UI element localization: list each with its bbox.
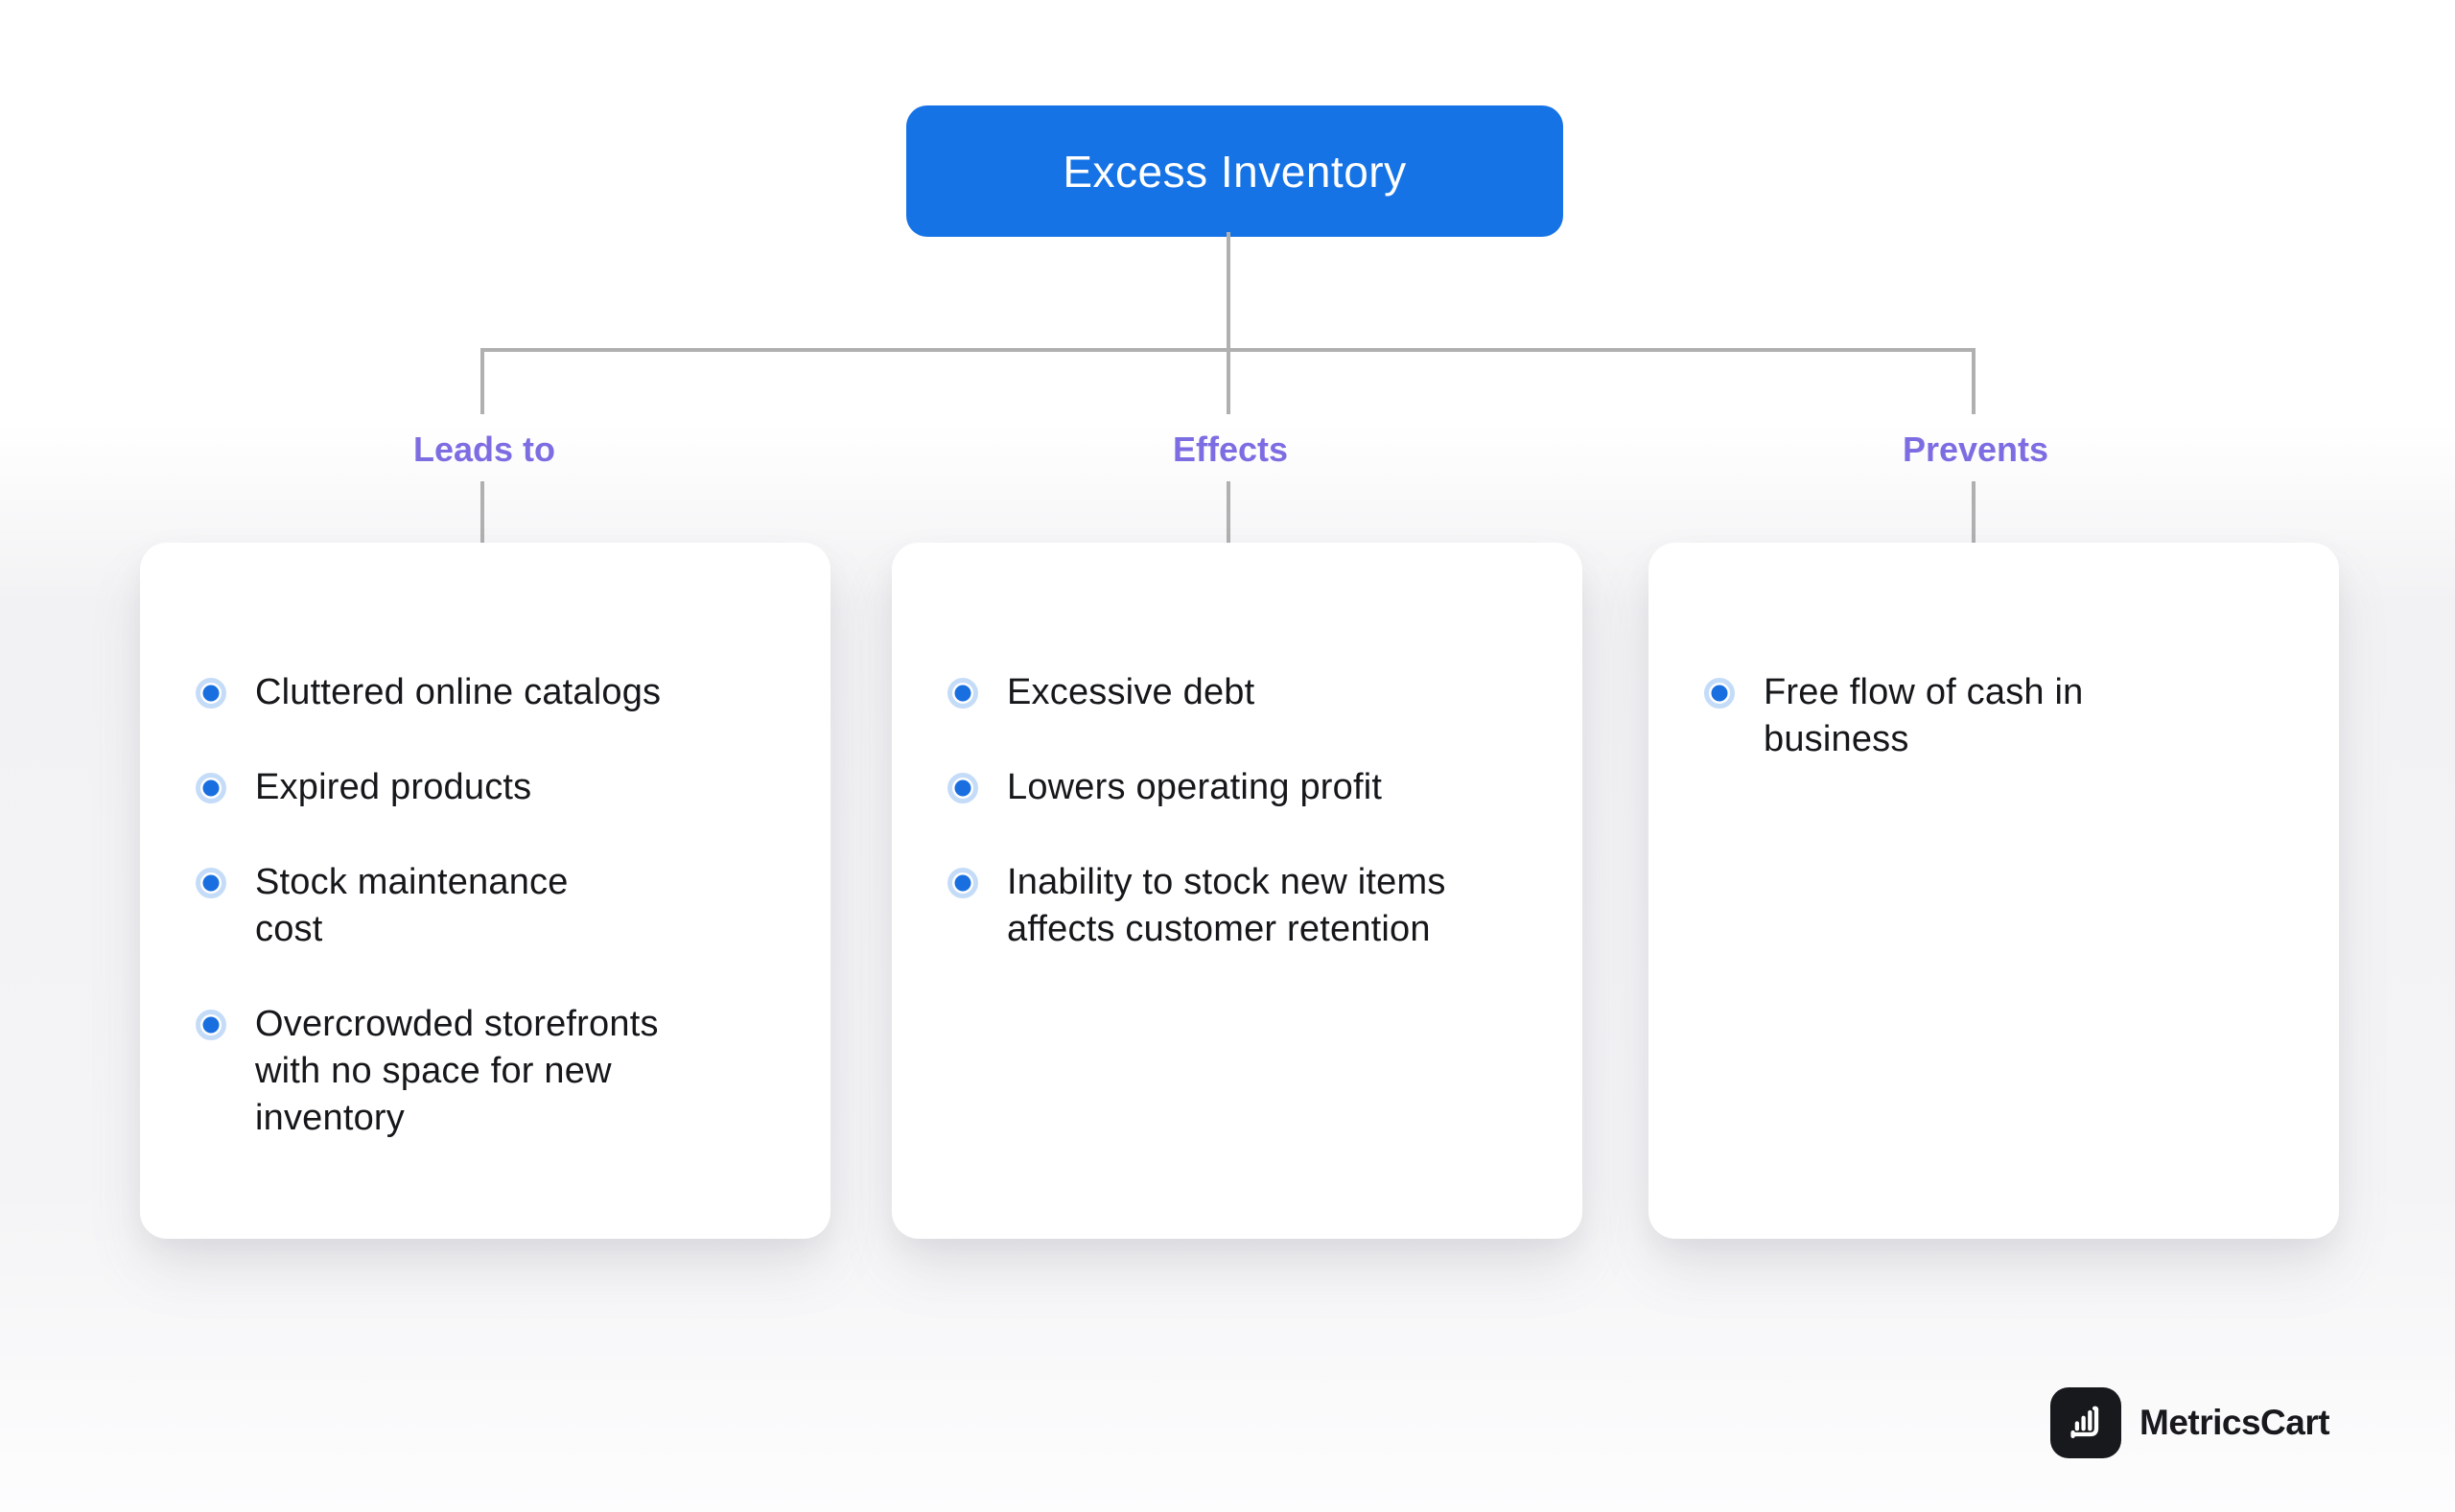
connector-left-stub-top: [480, 348, 484, 414]
list-item-text: Lowers operating profit: [1007, 767, 1383, 807]
connector-middle-stub-bottom: [1227, 481, 1230, 543]
branch-label-effects: Effects: [1172, 430, 1289, 469]
list-item: Excessive debt: [947, 669, 1536, 716]
connector-root-stem: [1227, 232, 1230, 414]
radio-bullet-icon: [196, 868, 226, 898]
list-item: Free flow of cash in business: [1704, 669, 2293, 763]
card-leads-to: Cluttered online catalogs Expired produc…: [140, 543, 830, 1239]
list-item: Stock maintenance cost: [196, 859, 784, 953]
list-item: Overcrowded storefronts with no space fo…: [196, 1001, 784, 1142]
list-item-text: Cluttered online catalogs: [255, 672, 662, 712]
connector-left-stub-bottom: [480, 481, 484, 543]
branch-label-prevents: Prevents: [1902, 430, 2049, 469]
connector-right-stub-bottom: [1972, 481, 1976, 543]
root-node-excess-inventory: Excess Inventory: [906, 105, 1563, 237]
radio-bullet-icon: [196, 773, 226, 803]
list-item: Expired products: [196, 764, 784, 811]
radio-bullet-icon: [196, 1010, 226, 1040]
radio-bullet-icon: [196, 678, 226, 709]
list-item: Inability to stock new items affects cus…: [947, 859, 1536, 953]
list-item-text: Expired products: [255, 767, 532, 807]
bar-chart-cart-icon: [2050, 1387, 2121, 1458]
radio-bullet-icon: [947, 678, 978, 709]
brand-name: MetricsCart: [2139, 1403, 2330, 1442]
list-item-text: Excessive debt: [1007, 672, 1255, 712]
radio-bullet-icon: [1704, 678, 1735, 709]
connector-cross-bar: [480, 348, 1976, 352]
radio-bullet-icon: [947, 868, 978, 898]
root-node-label: Excess Inventory: [1063, 146, 1407, 197]
radio-bullet-icon: [947, 773, 978, 803]
list-item-text: Stock maintenance cost: [255, 862, 569, 949]
card-effects: Excessive debt Lowers operating profit I…: [892, 543, 1582, 1239]
list-item-text: Inability to stock new items affects cus…: [1007, 862, 1446, 949]
list-item-text: Free flow of cash in business: [1764, 672, 2084, 759]
brand-lockup: MetricsCart: [2050, 1387, 2330, 1458]
branch-label-leads-to: Leads to: [412, 430, 556, 469]
list-item: Cluttered online catalogs: [196, 669, 784, 716]
list-item: Lowers operating profit: [947, 764, 1536, 811]
list-item-text: Overcrowded storefronts with no space fo…: [255, 1004, 659, 1138]
connector-right-stub-top: [1972, 348, 1976, 414]
card-prevents: Free flow of cash in business: [1648, 543, 2339, 1239]
